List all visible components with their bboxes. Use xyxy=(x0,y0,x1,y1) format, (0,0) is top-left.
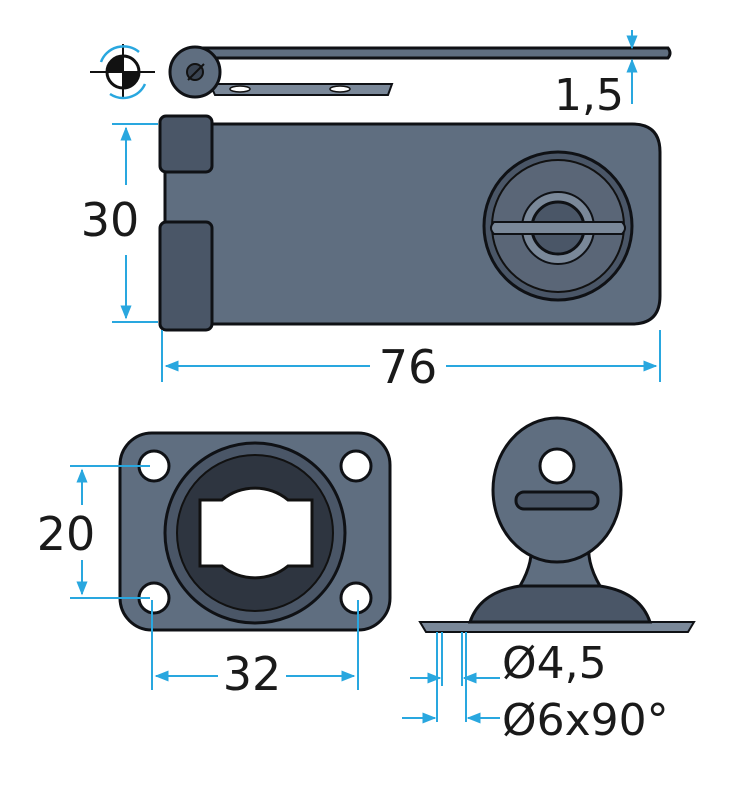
hasp-side-view xyxy=(168,45,672,99)
length-dimension: 76 xyxy=(161,330,661,394)
length-label: 76 xyxy=(379,340,438,394)
base-width-label: 32 xyxy=(223,647,282,701)
base-height-dimension: 20 xyxy=(37,465,150,599)
projection-symbol-icon xyxy=(90,44,155,100)
height-label: 30 xyxy=(81,193,140,247)
hole-dimension: Ø4,5 Ø6x90° xyxy=(402,632,669,746)
base-width-dimension: 32 xyxy=(151,600,359,701)
base-height-label: 20 xyxy=(37,507,96,561)
thickness-dimension: 1,5 xyxy=(554,30,638,121)
countersink-label: Ø6x90° xyxy=(502,695,669,746)
base-plate-view xyxy=(118,431,392,632)
thickness-label: 1,5 xyxy=(554,70,624,121)
hole-diameter-label: Ø4,5 xyxy=(502,638,607,689)
staple-side-view xyxy=(418,416,696,633)
height-dimension: 30 xyxy=(81,123,158,323)
hasp-front-view xyxy=(158,114,662,332)
